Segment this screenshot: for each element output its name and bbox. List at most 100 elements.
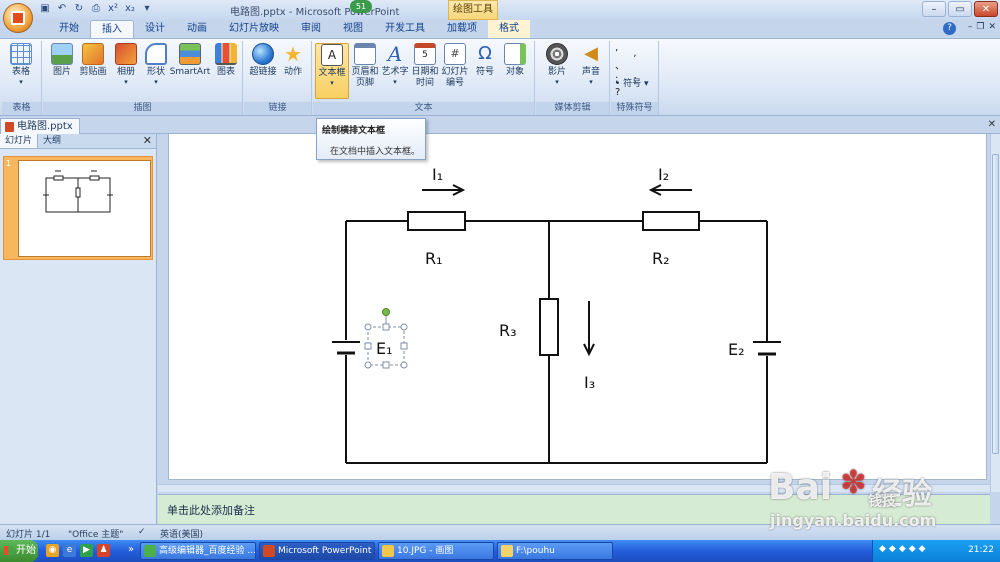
slide-canvas[interactable]: I₁ I₂ I₃ R₁ R₂ R₃ E₁ E₂ — [168, 134, 987, 480]
office-button[interactable] — [3, 3, 33, 33]
close-pane-icon[interactable]: ✕ — [142, 134, 152, 147]
save-icon[interactable]: ▣ — [40, 3, 50, 14]
tab-view[interactable]: 视图 — [343, 23, 363, 34]
object-icon — [504, 43, 526, 65]
doc-minimize-icon[interactable]: – — [967, 22, 973, 32]
datetime-button[interactable]: 5 日期和 时间 — [409, 43, 441, 99]
undo-icon[interactable]: ↶ — [57, 3, 67, 14]
table-button[interactable]: 表格 ▾ — [4, 43, 38, 99]
start-button[interactable]: 开始 — [0, 540, 38, 562]
spellcheck-icon[interactable]: ✓ — [138, 527, 146, 537]
hyperlink-button[interactable]: 超链接 — [246, 43, 280, 99]
slide-editor: I₁ I₂ I₃ R₁ R₂ R₃ E₁ E₂ — [158, 134, 991, 492]
close-document-icon[interactable]: ✕ — [987, 119, 996, 130]
ie-icon[interactable]: e — [63, 544, 76, 557]
quick-launch: ◉ e ▶ ♟ — [46, 544, 110, 557]
object-button[interactable]: 对象 — [499, 43, 531, 99]
chart-button[interactable]: 图表 — [209, 43, 243, 99]
tab-design[interactable]: 设计 — [145, 23, 165, 34]
tab-review[interactable]: 审阅 — [301, 23, 321, 34]
redo-icon[interactable]: ↻ — [74, 3, 84, 14]
punctuation-grid[interactable]: ’ , 、; : ? — [615, 48, 643, 98]
label-r2: R₂ — [652, 249, 670, 268]
pptx-file-icon — [5, 121, 14, 132]
horizontal-scrollbar[interactable] — [158, 484, 991, 492]
task-paint[interactable]: 10.JPG - 画图 — [378, 542, 494, 560]
tab-slideshow[interactable]: 幻灯片放映 — [229, 23, 279, 34]
scroll-thumb[interactable] — [992, 154, 999, 454]
clipart-button[interactable]: 剪贴画 — [75, 43, 111, 99]
vertical-scrollbar[interactable] — [990, 134, 1000, 492]
task-powerpoint[interactable]: Microsoft PowerPoint - [... — [259, 542, 375, 560]
status-bar: 幻灯片 1/1 "Office 主题" ✓ 英语(美国) — [0, 524, 1000, 540]
movie-button[interactable]: 影片 ▾ — [540, 43, 574, 99]
slide-number-icon: # — [444, 43, 466, 65]
label-e1[interactable]: E₁ — [376, 339, 393, 358]
doc-restore-icon[interactable]: ❐ — [976, 22, 985, 32]
status-theme: "Office 主题" — [68, 530, 124, 540]
symbol-dropdown[interactable]: • 符号 ▾ — [615, 79, 649, 89]
tray-icons[interactable]: ◆◆◆◆◆ — [879, 544, 929, 554]
office-logo-icon — [11, 11, 25, 25]
status-language[interactable]: 英语(美国) — [160, 530, 204, 540]
tab-slides[interactable]: 幻灯片 — [0, 134, 39, 148]
status-slide-count: 幻灯片 1/1 — [6, 530, 51, 540]
rotate-handle — [382, 308, 390, 316]
taskbar-overflow[interactable]: » — [128, 544, 135, 555]
arrow-i1-head — [452, 184, 466, 196]
tab-home[interactable]: 开始 — [59, 23, 79, 34]
ribbon-window-controls: – ❐ ✕ — [968, 22, 996, 32]
slide-thumbnail-selected[interactable]: 1 — [3, 156, 153, 260]
symbol-button[interactable]: Ω 符号 — [475, 43, 494, 77]
slide-number-button[interactable]: # 幻灯片 编号 — [439, 43, 471, 99]
paint-icon — [382, 545, 394, 557]
picture-icon — [51, 43, 73, 65]
tab-developer[interactable]: 开发工具 — [385, 23, 425, 34]
notes-pane[interactable]: 单击此处添加备注 — [158, 494, 990, 524]
customize-qat-icon[interactable]: ▾ — [144, 3, 150, 14]
group-table: 表格 ▾ 表格 — [2, 41, 42, 115]
calendar-icon: 5 — [414, 43, 436, 65]
resistor-r2 — [642, 211, 700, 231]
document-tab-strip: 电路图.pptx ✕ — [0, 117, 1000, 134]
clipart-icon — [82, 43, 104, 65]
tab-format[interactable]: 格式 — [488, 20, 530, 38]
task-explorer[interactable]: F:\pouhu — [497, 542, 613, 560]
header-footer-button[interactable]: 页眉和 页脚 — [349, 43, 381, 99]
label-i1: I₁ — [432, 165, 443, 184]
resize-handle-nw — [364, 323, 372, 331]
help-icon[interactable]: ? — [943, 22, 956, 35]
desktop-icon[interactable]: ◉ — [46, 544, 59, 557]
shapes-button[interactable]: 形状 ▾ — [139, 43, 173, 99]
wordart-button[interactable]: A 艺术字 ▾ — [381, 42, 409, 86]
globe-icon — [252, 43, 274, 65]
tab-addins[interactable]: 加载项 — [447, 23, 477, 34]
doc-close-icon[interactable]: ✕ — [988, 22, 996, 32]
pane-tabs: 幻灯片 大纲 ✕ — [0, 134, 156, 149]
close-button[interactable]: ✕ — [974, 1, 998, 17]
tab-animation[interactable]: 动画 — [187, 23, 207, 34]
task-browser[interactable]: 高级编辑器_百度经验 ... — [140, 542, 256, 560]
maximize-button[interactable]: ▭ — [948, 1, 972, 17]
document-tab[interactable]: 电路图.pptx — [0, 118, 80, 134]
action-button[interactable]: ★ 动作 — [283, 42, 302, 77]
tab-insert[interactable]: 插入 — [90, 20, 134, 38]
smartart-button[interactable]: SmartArt — [169, 43, 211, 99]
group-illustrations: 图片 剪贴画 相册 ▾ 形状 ▾ SmartArt 图表 插图 — [43, 41, 243, 115]
album-button[interactable]: 相册 ▾ — [109, 43, 143, 99]
sound-button[interactable]: ◀ 声音 ▾ — [581, 43, 600, 86]
film-reel-icon — [546, 43, 568, 65]
superscript-icon[interactable]: x² — [108, 3, 118, 14]
media-icon[interactable]: ▶ — [80, 544, 93, 557]
ribbon-tabs: 开始 插入 设计 动画 幻灯片放映 审阅 视图 开发工具 加载项 格式 — [40, 20, 530, 38]
picture-button[interactable]: 图片 — [45, 43, 79, 99]
minimize-button[interactable]: – — [922, 1, 946, 17]
selected-textbox-e1 — [364, 308, 408, 369]
tab-outline[interactable]: 大纲 — [43, 136, 62, 146]
preview-icon[interactable]: ⎙ — [92, 3, 100, 14]
qq-icon[interactable]: ♟ — [97, 544, 110, 557]
slide-thumbnail[interactable] — [18, 160, 151, 257]
textbox-button[interactable]: A 文本框 ▾ — [315, 43, 349, 99]
subscript-icon[interactable]: x₂ — [125, 3, 135, 14]
star-icon: ★ — [284, 42, 302, 66]
